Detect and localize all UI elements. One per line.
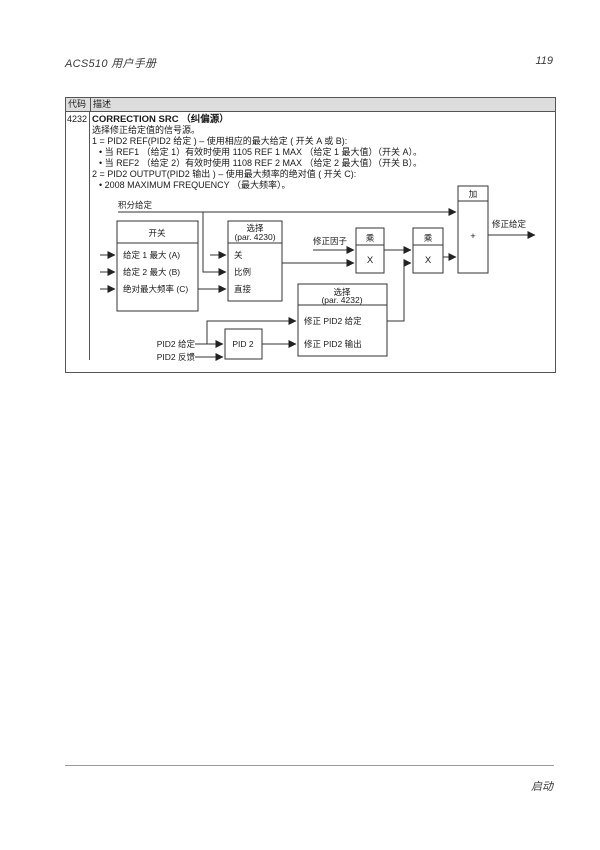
switch-row-ref1max: 给定 1 最大 (A) xyxy=(123,250,180,260)
multiply-box-2: 乘 X xyxy=(412,227,444,274)
add-box-title: 加 xyxy=(469,189,478,199)
switch-row-absmaxfreq: 绝对最大频率 (C) xyxy=(123,284,188,294)
pid2-ref-branch-line xyxy=(206,317,297,344)
pid2-ref-label: PID2 给定 xyxy=(157,339,196,349)
parameter-row: 4232 CORRECTION SRC （纠偏源） 选择修正给定值的信号源。1 … xyxy=(66,112,555,360)
parameter-code: 4232 xyxy=(66,112,90,360)
parameter-description: CORRECTION SRC （纠偏源） 选择修正给定值的信号源。1 = PID… xyxy=(90,112,555,360)
select-4232-row-pid2-ref: 修正 PID2 给定 xyxy=(304,316,362,326)
multiply-box-1-symbol: X xyxy=(367,255,374,266)
correction-factor-label: 修正因子 xyxy=(313,236,348,246)
select-4232-subtitle: (par. 4232) xyxy=(321,295,362,305)
description-line: • 2008 MAXIMUM FREQUENCY （最大频率）。 xyxy=(99,180,291,190)
pid2-feedback-label: PID2 反馈 xyxy=(157,352,196,362)
page-number: 119 xyxy=(535,55,553,67)
select-4230-title: 选择 xyxy=(246,223,264,233)
select-4232-row-pid2-output: 修正 PID2 输出 xyxy=(304,339,362,349)
multiply-box-1-title: 乘 xyxy=(366,233,375,243)
integral-ref-label: 积分给定 xyxy=(118,200,153,210)
switch-box-title: 开关 xyxy=(148,228,166,238)
select-4230-row-direct: 直接 xyxy=(234,284,252,294)
connector-lines xyxy=(100,208,536,361)
add-box: 加 + xyxy=(457,185,489,274)
parameter-title: CORRECTION SRC （纠偏源） xyxy=(92,114,229,125)
multiply-box-2-symbol: X xyxy=(425,255,432,266)
switch-box: 开关 给定 1 最大 (A) 给定 2 最大 (B) 绝对最大频率 (C) xyxy=(116,220,199,312)
code-column-header: 代码 xyxy=(66,98,91,111)
select-4230-row-proportional: 比例 xyxy=(234,267,251,277)
parameters-table: 代码 描述 4232 CORRECTION SRC （纠偏源） 选择修正给定值的… xyxy=(65,97,556,373)
description-line: 选择修正给定值的信号源。 xyxy=(92,125,201,135)
select4232-output-line xyxy=(387,259,412,322)
description-line: 1 = PID2 REF(PID2 给定 ) – 使用相应的最大给定 ( 开关 … xyxy=(92,136,348,146)
multiply-box-1: 乘 X xyxy=(355,227,385,274)
switch-row-ref2max: 给定 2 最大 (B) xyxy=(123,267,180,277)
pid2-box-title: PID 2 xyxy=(232,339,254,349)
description-column-header: 描述 xyxy=(93,99,112,109)
add-box-symbol: + xyxy=(470,231,476,242)
table-header-row: 代码 描述 xyxy=(66,98,555,112)
select-4230-subtitle: (par. 4230) xyxy=(234,232,275,242)
select-4230-row-off: 关 xyxy=(234,250,243,260)
description-line: • 当 REF1 （给定 1）有效时使用 1105 REF 1 MAX （给定 … xyxy=(99,147,423,157)
footer-section-label: 启动 xyxy=(531,781,553,793)
select-4232-box: 选择 (par. 4232) 修正 PID2 给定 修正 PID2 输出 xyxy=(297,283,388,357)
select-4230-box: 选择 (par. 4230) 关 比例 直接 xyxy=(227,220,283,302)
parameter-description-lines: 选择修正给定值的信号源。1 = PID2 REF(PID2 给定 ) – 使用相… xyxy=(92,125,555,191)
block-diagram: 开关 给定 1 最大 (A) 给定 2 最大 (B) 绝对最大频率 (C) 选择… xyxy=(100,185,536,362)
manual-title: ACS510 用户手册 xyxy=(65,58,157,70)
multiply-box-2-title: 乘 xyxy=(424,233,433,243)
integral-ref-branch-line xyxy=(202,212,227,276)
pid2-box: PID 2 xyxy=(224,328,263,360)
description-line: • 当 REF2 （给定 2）有效时使用 1108 REF 2 MAX （给定 … xyxy=(99,158,423,168)
output-ref-label: 修正给定 xyxy=(492,219,527,229)
footer-rule xyxy=(65,765,554,766)
select-4232-title: 选择 xyxy=(333,287,351,297)
description-line: 2 = PID2 OUTPUT(PID2 输出 ) – 使用最大频率的绝对值 (… xyxy=(92,169,357,179)
